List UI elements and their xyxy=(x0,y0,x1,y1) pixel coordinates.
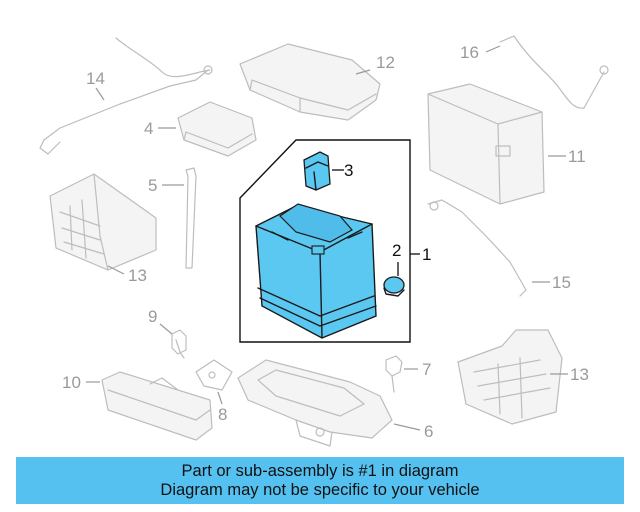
callout-13-right: 13 xyxy=(570,365,589,384)
callout-16: 16 xyxy=(460,43,479,62)
banner-line-2: Diagram may not be specific to your vehi… xyxy=(160,480,480,499)
callout-10: 10 xyxy=(62,373,81,392)
part-16-cable: 16 xyxy=(460,35,609,109)
callout-11: 11 xyxy=(568,147,586,166)
part-9-bolt: 9 xyxy=(148,307,187,359)
callout-7: 7 xyxy=(422,360,431,379)
part-13-insulation-right: 13 xyxy=(457,329,589,425)
part-14-cable: 14 xyxy=(39,37,213,155)
part-2-vent-plug: 2 1 xyxy=(383,241,431,297)
callout-6: 6 xyxy=(424,422,433,441)
part-6-tray: 6 xyxy=(237,359,433,447)
callout-2: 2 xyxy=(392,241,401,260)
callout-13-left: 13 xyxy=(128,266,147,285)
part-3-terminal-cover: 3 xyxy=(303,151,353,191)
banner-line-1: Part or sub-assembly is #1 in diagram xyxy=(181,461,459,480)
callout-1: 1 xyxy=(422,245,431,264)
part-10-tray: 10 xyxy=(62,371,213,441)
part-7-bolt: 7 xyxy=(385,355,431,393)
part-4-bracket: 4 xyxy=(144,101,257,157)
part-5-rod: 5 xyxy=(148,167,197,269)
part-13-insulation-left: 13 xyxy=(49,173,157,285)
callout-4: 4 xyxy=(144,119,153,138)
callout-8: 8 xyxy=(218,405,227,424)
part-11-battery-ghost: 11 xyxy=(427,83,586,205)
callout-14: 14 xyxy=(86,69,105,88)
info-banner: Part or sub-assembly is #1 in diagram Di… xyxy=(16,457,624,504)
callout-3: 3 xyxy=(344,161,353,180)
part-8-clamp: 8 xyxy=(195,359,233,424)
part-12-cover: 12 xyxy=(239,43,395,121)
part-15-cable: 15 xyxy=(427,199,571,297)
callout-5: 5 xyxy=(148,176,157,195)
callout-15: 15 xyxy=(552,273,571,292)
part-1-battery xyxy=(255,203,377,339)
callout-12: 12 xyxy=(376,53,395,72)
callout-9: 9 xyxy=(148,307,157,326)
